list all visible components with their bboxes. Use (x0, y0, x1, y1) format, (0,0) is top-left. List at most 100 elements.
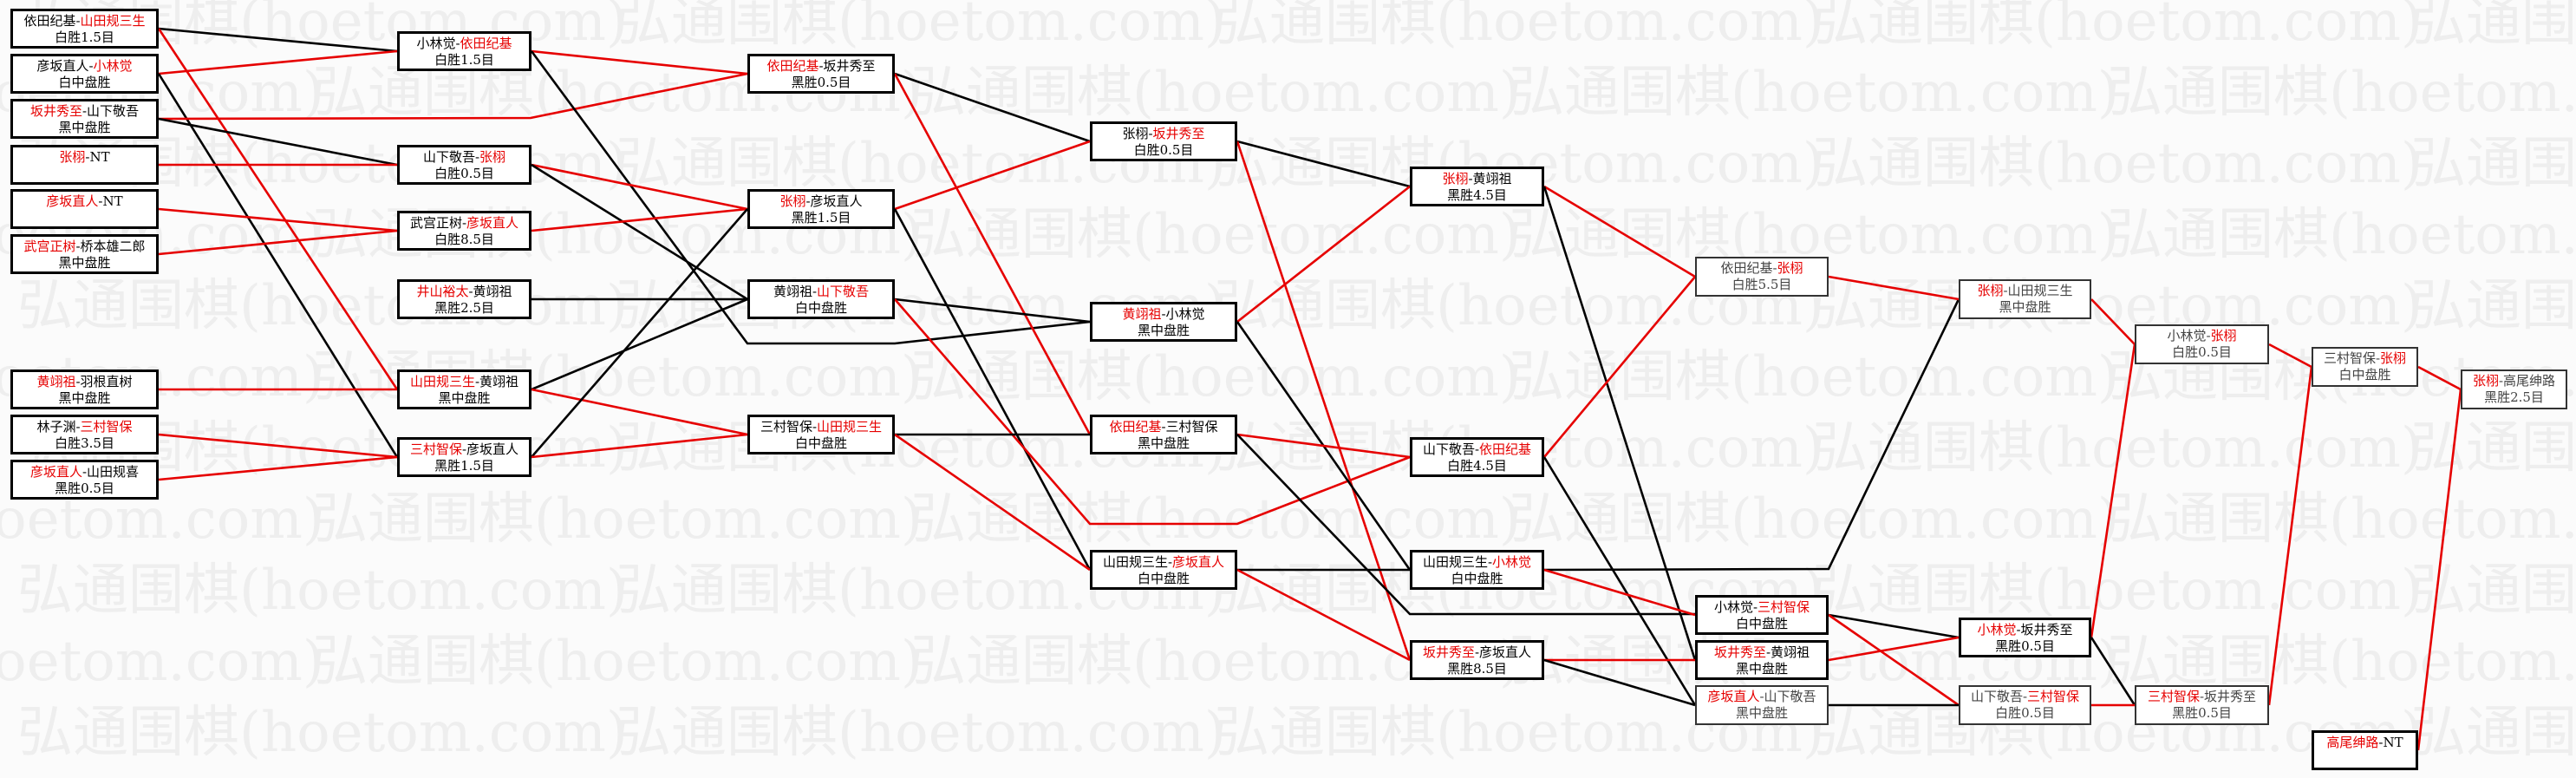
loser-path-line (1542, 456, 1697, 706)
loser-path-line (531, 163, 748, 301)
match-box[interactable]: 山田规三生-小林觉白中盘胜 (1410, 550, 1544, 590)
winner-path-line (1236, 568, 1411, 662)
match-box[interactable]: 坂井秀至-彦坂直人黑胜8.5目 (1410, 640, 1544, 680)
match-box[interactable]: 张栩-彦坂直人黑胜1.5目 (747, 189, 895, 229)
player-name: 彦坂直人 (466, 441, 519, 457)
match-box[interactable]: 山田规三生-彦坂直人白中盘胜 (1090, 550, 1237, 590)
match-box[interactable]: 张栩-黄翊祖黑胜4.5目 (1410, 167, 1544, 206)
separator: - (1474, 441, 1480, 457)
match-box[interactable]: 黄翊祖-小林觉黑中盘胜 (1090, 302, 1237, 342)
winner-path-line (1236, 185, 1411, 324)
match-players: 山田规三生-小林觉 (1412, 554, 1542, 571)
winner-name: 张栩 (479, 149, 506, 165)
player-name: 山下敬吾 (1970, 689, 2023, 704)
match-result: 白中盘胜 (1451, 571, 1503, 586)
winner-path-line (2090, 298, 2136, 345)
match-players: 小林觉-坂井秀至 (1961, 622, 2089, 638)
match-box[interactable]: 依田纪基-山田规三生白胜1.5目 (10, 9, 159, 49)
match-box[interactable]: 彦坂直人-山田规喜黑胜0.5目 (10, 460, 159, 500)
match-players: 高尾绅路-NT (2314, 735, 2416, 751)
match-players: 黄翊祖-山下敬吾 (750, 284, 892, 300)
match-box[interactable]: 小林觉-三村智保白中盘胜 (1695, 595, 1829, 635)
winner-path-line (1828, 636, 1960, 662)
match-box[interactable]: 依田纪基-张栩白胜5.5目 (1695, 257, 1829, 297)
winner-path-line (531, 49, 748, 75)
match-box[interactable]: 彦坂直人-NT (10, 189, 159, 229)
winner-path-line (158, 433, 398, 459)
match-players: 彦坂直人-小林觉 (13, 58, 156, 75)
player-name: 黄翊祖 (473, 284, 512, 299)
player-name: 山下敬吾 (1764, 689, 1816, 704)
player-name: 山下敬吾 (87, 103, 140, 119)
match-players: 坂井秀至-黄翊祖 (1698, 644, 1826, 661)
winner-name: 彦坂直人 (1172, 554, 1225, 570)
match-box[interactable]: 依田纪基-三村智保黑中盘胜 (1090, 415, 1237, 454)
match-box[interactable]: 三村智保-张栩白中盘胜 (2312, 347, 2418, 387)
match-players: 依田纪基-三村智保 (1092, 419, 1235, 435)
match-box[interactable]: 山下敬吾-三村智保白胜0.5目 (1959, 685, 2091, 725)
winner-name: 小林觉 (1492, 554, 1532, 570)
winner-name: 依田纪基 (460, 36, 512, 51)
player-name: 坂井秀至 (2020, 622, 2073, 637)
separator: - (75, 419, 81, 435)
winner-name: 三村智保 (1758, 599, 1810, 615)
match-box[interactable]: 小林觉-张栩白胜0.5目 (2135, 324, 2269, 364)
match-box[interactable]: 林子渊-三村智保白胜3.5目 (10, 415, 159, 454)
match-result: 黑中盘胜 (1999, 299, 2051, 315)
winner-name: 张栩 (779, 193, 806, 209)
winner-name: 三村智保 (409, 441, 462, 457)
player-name: 坂井秀至 (823, 58, 876, 74)
separator: - (1161, 419, 1166, 435)
separator: - (75, 239, 81, 254)
match-box[interactable]: 小林觉-坂井秀至黑胜0.5目 (1959, 618, 2091, 657)
match-result: 白胜5.5目 (1731, 277, 1792, 292)
match-box[interactable]: 张栩-高尾绅路黑胜2.5目 (2461, 369, 2567, 409)
winner-path-line (2268, 343, 2312, 369)
loser-path-line (894, 72, 1091, 143)
loser-path-line (1543, 658, 1696, 707)
match-players: 黄翊祖-小林觉 (1092, 306, 1235, 323)
winner-path-line (2417, 365, 2462, 391)
match-result: 白胜0.5目 (1133, 142, 1194, 158)
match-box[interactable]: 小林觉-依田纪基白胜1.5目 (397, 31, 532, 71)
match-result: 白胜0.5目 (1995, 705, 2055, 721)
player-name: 山下敬吾 (422, 149, 475, 165)
match-result: 白中盘胜 (794, 300, 847, 316)
match-box[interactable]: 彦坂直人-小林觉白中盘胜 (10, 54, 159, 94)
match-box[interactable]: 依田纪基-坂井秀至黑胜0.5目 (747, 54, 895, 94)
match-players: 井山裕太-黄翊祖 (400, 284, 529, 300)
match-box[interactable]: 武宫正树-桥本雄二郎黑中盘胜 (10, 234, 159, 274)
match-box[interactable]: 山下敬吾-张栩白胜0.5目 (397, 145, 532, 185)
match-box[interactable]: 三村智保-坂井秀至黑胜0.5目 (2135, 685, 2269, 725)
winner-name: 井山裕太 (416, 284, 469, 299)
loser-path-line (157, 73, 399, 458)
player-name: 坂井秀至 (2204, 689, 2257, 704)
winner-name: 依田纪基 (1479, 441, 1532, 457)
match-box[interactable]: 张栩-山田规三生黑中盘胜 (1959, 279, 2091, 319)
match-box[interactable]: 三村智保-彦坂直人黑胜1.5目 (397, 437, 532, 477)
match-box[interactable]: 坂井秀至-山下敬吾黑中盘胜 (10, 99, 159, 139)
winner-name: 彦坂直人 (466, 215, 519, 231)
match-players: 山下敬吾-依田纪基 (1412, 441, 1542, 458)
match-box[interactable]: 三村智保-山田规三生白中盘胜 (747, 415, 895, 454)
player-name: NT (102, 193, 123, 209)
match-box[interactable]: 彦坂直人-山下敬吾黑中盘胜 (1695, 685, 1829, 725)
match-box[interactable]: 黄翊祖-山下敬吾白中盘胜 (747, 279, 895, 319)
winner-name: 张栩 (1777, 260, 1803, 276)
match-box[interactable]: 高尾绅路-NT (2312, 730, 2418, 770)
match-result: 黑胜2.5目 (434, 300, 494, 316)
match-box[interactable]: 张栩-NT (10, 145, 159, 185)
winner-name: 黄翊祖 (36, 374, 76, 389)
match-box[interactable]: 张栩-坂井秀至白胜0.5目 (1090, 121, 1237, 161)
match-result: 黑中盘胜 (1137, 435, 1190, 451)
match-box[interactable]: 武宫正树-彦坂直人白胜8.5目 (397, 211, 532, 251)
winner-path-line (531, 163, 748, 211)
match-box[interactable]: 坂井秀至-黄翊祖黑中盘胜 (1695, 640, 1829, 680)
match-box[interactable]: 山下敬吾-依田纪基白胜4.5目 (1410, 437, 1544, 477)
match-box[interactable]: 黄翊祖-羽根直树黑中盘胜 (10, 369, 159, 409)
separator: - (82, 464, 88, 480)
match-box[interactable]: 井山裕太-黄翊祖黑胜2.5目 (397, 279, 532, 319)
match-box[interactable]: 山田规三生-黄翊祖黑中盘胜 (397, 369, 532, 409)
winner-path-line (1236, 433, 1411, 459)
separator: - (805, 193, 811, 209)
